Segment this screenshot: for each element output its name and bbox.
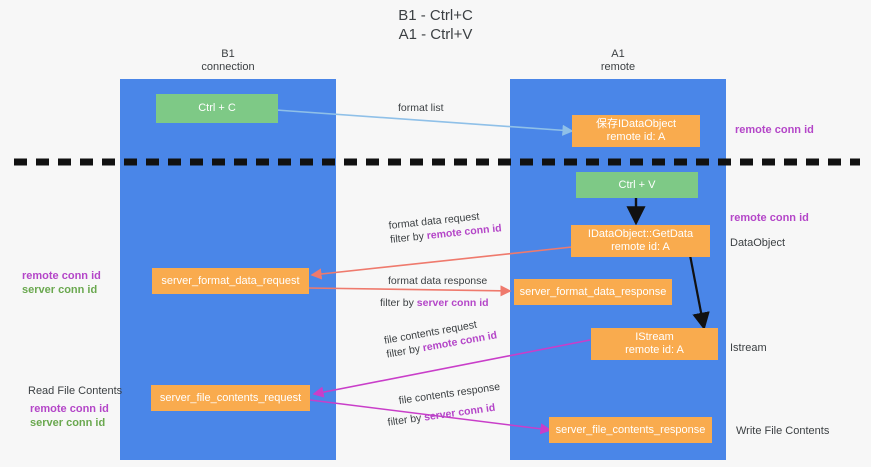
- box-server-format-data-response[interactable]: server_format_data_response: [514, 279, 672, 305]
- arrow-getdata-to-istream: [688, 254, 710, 331]
- arrow-format-list: [275, 109, 574, 136]
- box-save-idataobject[interactable]: 保存IDataObject remote id: A: [572, 115, 700, 147]
- box-ctrl-v[interactable]: Ctrl + V: [576, 172, 698, 198]
- annotation-istream: Istream: [730, 342, 767, 354]
- box-server-file-contents-response-label: server_file_contents_response: [555, 423, 706, 436]
- lane-header-b1: B1 connection: [120, 48, 336, 74]
- annotation-left-server-conn-id-mid: server conn id: [22, 284, 98, 296]
- page-title-line-2: A1 - Ctrl+V: [398, 26, 473, 43]
- arrow-label-format-data-response-em: server conn id: [416, 297, 489, 309]
- lane-header-b1-name: B1: [221, 48, 235, 60]
- box-ctrl-c[interactable]: Ctrl + C: [156, 94, 278, 123]
- box-ctrl-v-label: Ctrl + V: [618, 178, 656, 191]
- box-server-file-contents-request[interactable]: server_file_contents_request: [151, 385, 310, 411]
- annotation-left-server-conn-id-bot: server conn id: [30, 417, 106, 429]
- box-istream-label: IStream remote id: A: [625, 331, 684, 356]
- box-server-format-data-response-label: server_format_data_response: [519, 285, 667, 298]
- arrow-label-format-data-response-line2: filter by server conn id: [380, 296, 489, 310]
- arrow-label-format-data-request-prefix: filter by: [389, 230, 428, 246]
- lane-header-a1: A1 remote: [510, 48, 726, 74]
- annotation-write-file-contents: Write File Contents: [736, 425, 830, 437]
- arrow-label-format-data-response: format data response filter by server co…: [380, 274, 489, 310]
- page-title: B1 - Ctrl+C A1 - Ctrl+V: [0, 6, 871, 44]
- box-istream[interactable]: IStream remote id: A: [591, 328, 718, 360]
- annotation-remote-conn-id-mid: remote conn id: [730, 212, 809, 224]
- annotation-left-remote-conn-id-mid: remote conn id: [22, 270, 101, 282]
- box-server-file-contents-request-label: server_file_contents_request: [159, 391, 302, 404]
- arrow-file-contents-response: [309, 399, 552, 435]
- arrow-file-contents-request: [312, 339, 591, 398]
- arrow-format-data-response: [307, 285, 512, 297]
- arrow-label-format-list-text: format list: [398, 102, 444, 114]
- arrow-label-format-data-response-line1: format data response: [388, 275, 488, 287]
- arrow-label-format-list: format list: [398, 101, 444, 115]
- lane-header-a1-role: remote: [600, 61, 636, 73]
- annotation-remote-conn-id-top: remote conn id: [735, 124, 814, 136]
- arrow-label-format-data-response-prefix: filter by: [380, 297, 417, 309]
- annotation-left-remote-conn-id-bot: remote conn id: [30, 403, 109, 415]
- box-server-file-contents-response[interactable]: server_file_contents_response: [549, 417, 712, 443]
- lane-header-a1-name: A1: [611, 48, 625, 60]
- box-server-format-data-request[interactable]: server_format_data_request: [152, 268, 309, 294]
- annotation-read-file-contents: Read File Contents: [28, 385, 123, 397]
- box-ctrl-c-label: Ctrl + C: [198, 102, 236, 114]
- page-title-line-1: B1 - Ctrl+C: [398, 7, 473, 24]
- lane-header-b1-role: connection: [201, 61, 255, 73]
- box-idataobject-getdata[interactable]: IDataObject::GetData remote id: A: [571, 225, 710, 257]
- box-save-idataobject-label: 保存IDataObject remote id: A: [595, 118, 677, 143]
- annotation-dataobject: DataObject: [730, 237, 786, 249]
- box-idataobject-getdata-label: IDataObject::GetData remote id: A: [587, 228, 694, 253]
- arrow-format-data-request: [310, 246, 573, 280]
- box-server-format-data-request-label: server_format_data_request: [161, 274, 300, 287]
